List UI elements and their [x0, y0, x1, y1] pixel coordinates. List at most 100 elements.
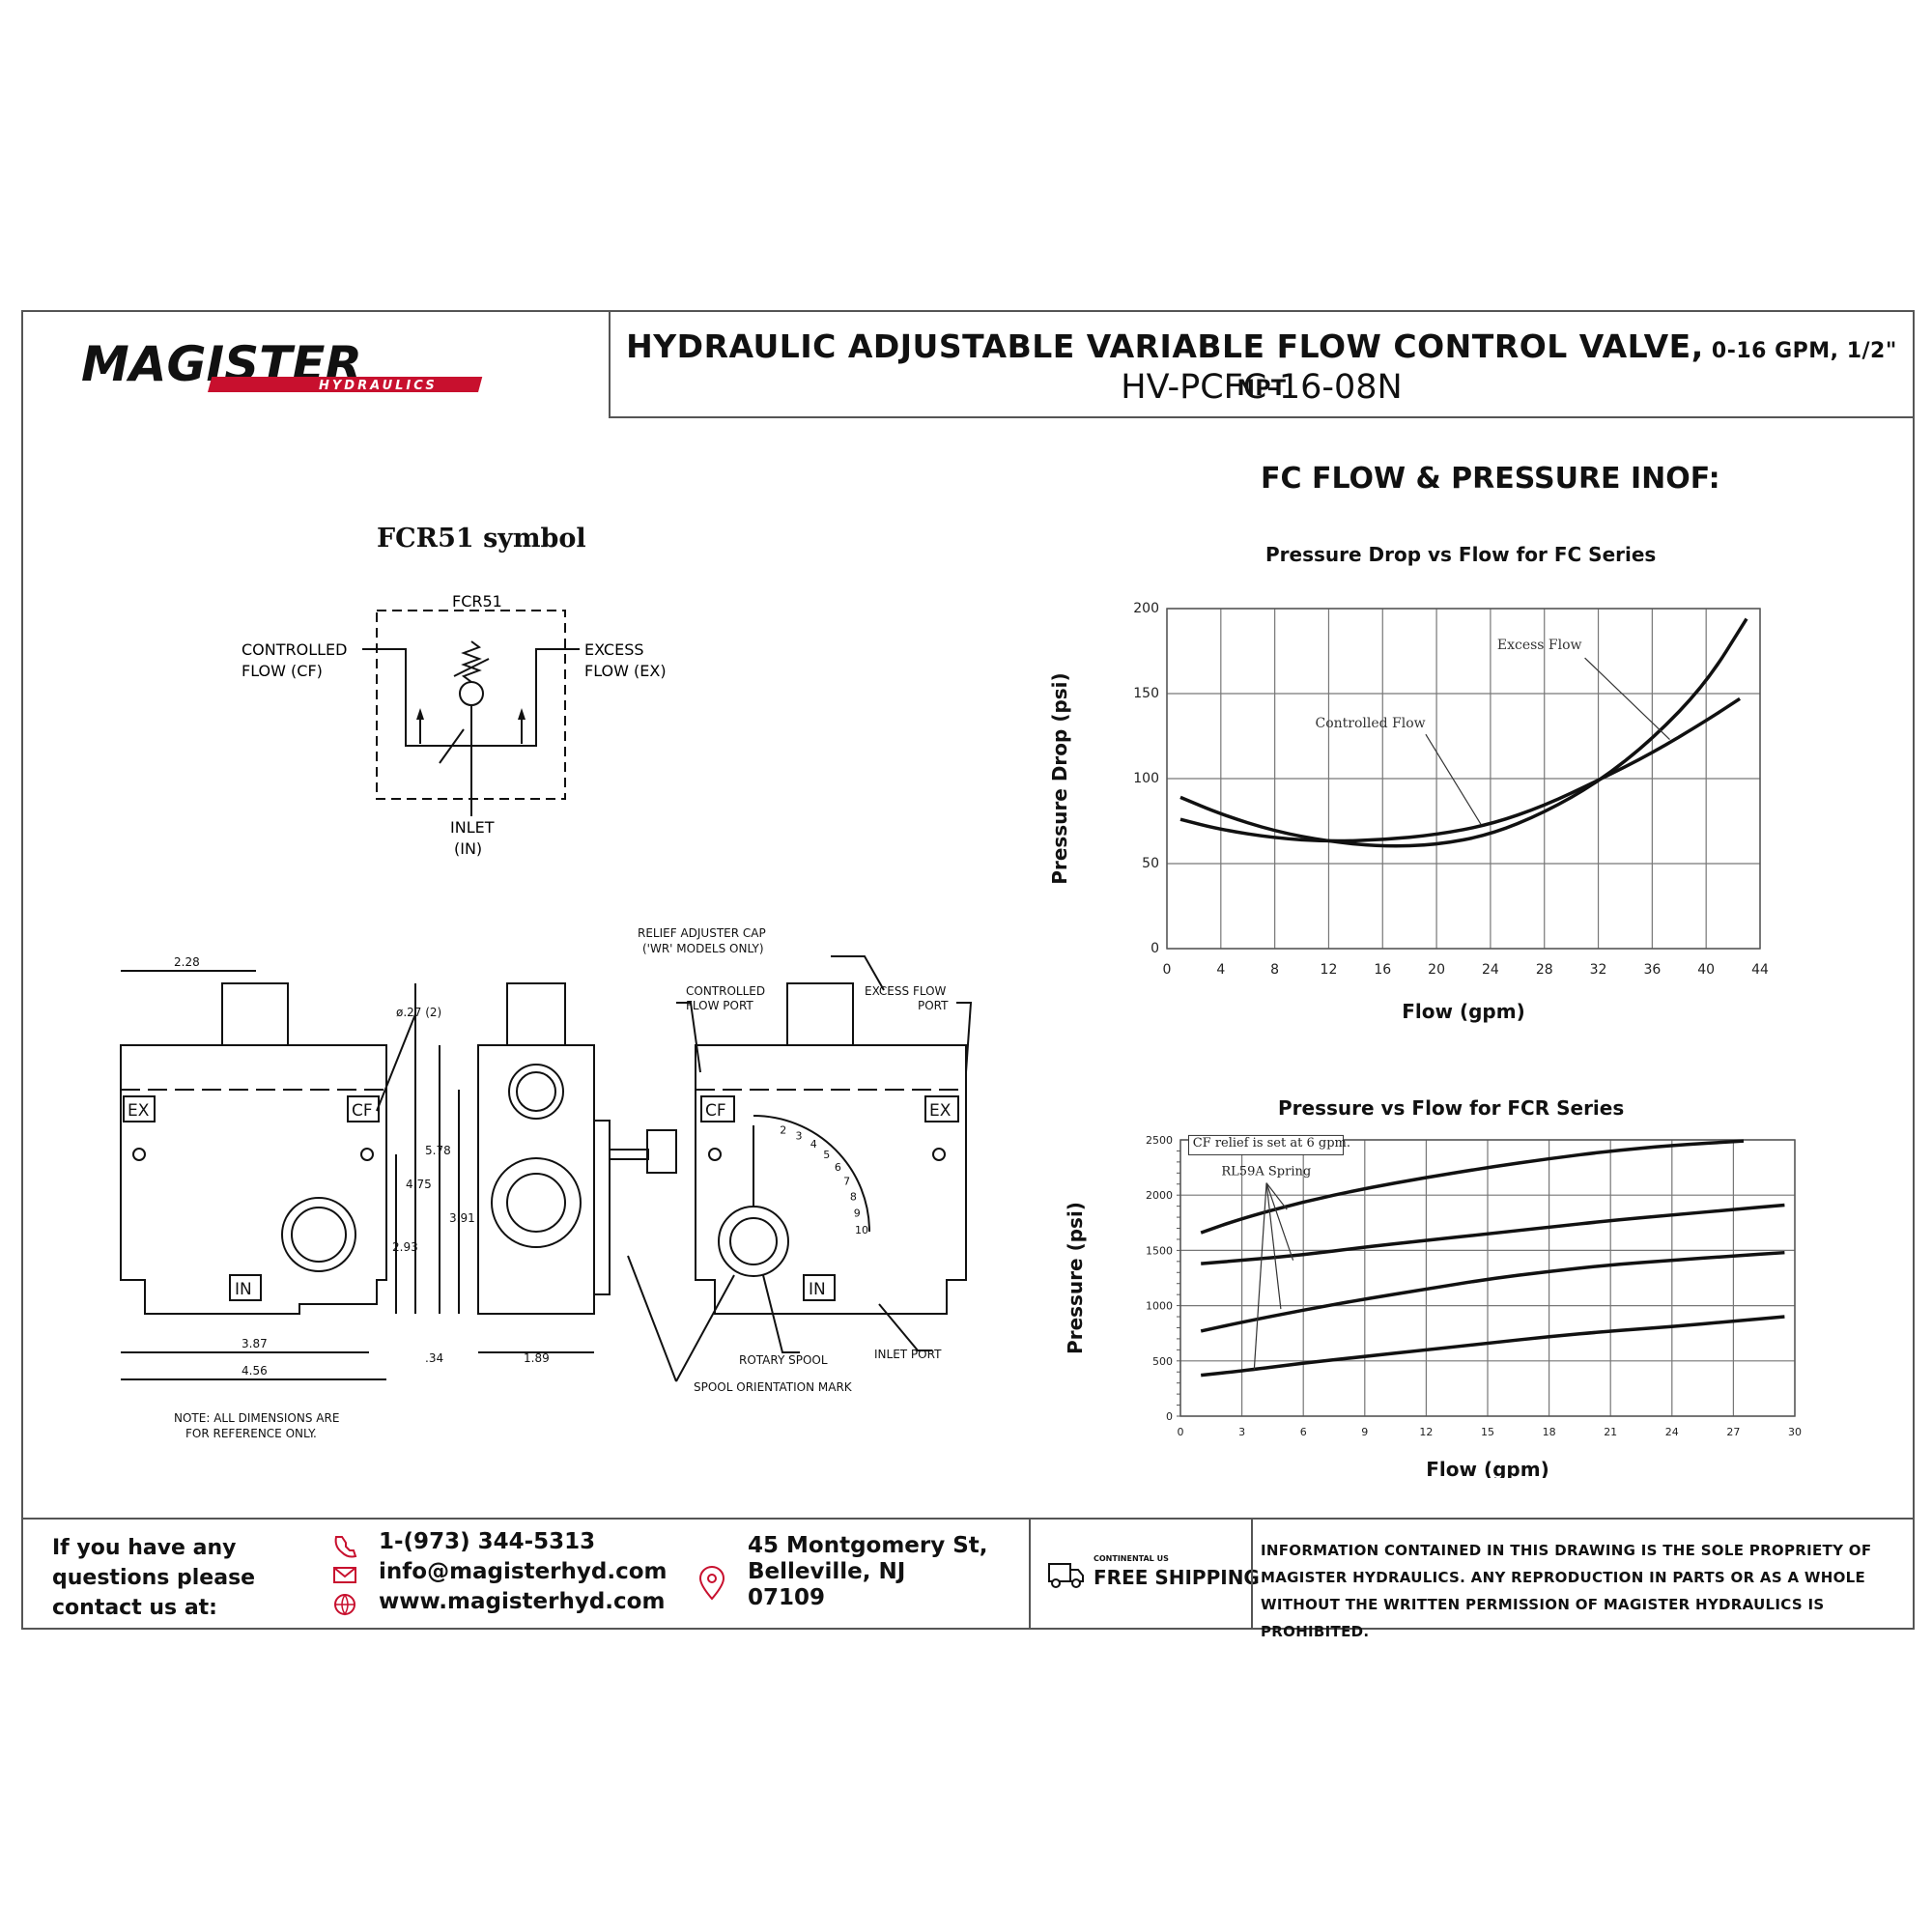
side-port-top-inner — [516, 1071, 556, 1112]
side-port-top — [508, 1064, 564, 1120]
port-cf-right: CF — [705, 1101, 726, 1121]
x-tick-label: 0 — [1178, 1426, 1184, 1438]
chart1-title: Pressure Drop vs Flow for FC Series — [1265, 543, 1657, 566]
ex-port-label-2: PORT — [918, 999, 949, 1012]
contact-line-2: questions please — [52, 1566, 256, 1590]
website-link[interactable]: www.magisterhyd.com — [379, 1589, 666, 1614]
y-tick-label: 2000 — [1146, 1189, 1173, 1202]
ex-port-label-1: EXCESS FLOW — [865, 984, 947, 998]
dim-456: 4.56 — [242, 1364, 268, 1378]
x-tick-label: 30 — [1788, 1426, 1802, 1438]
port-box-cf-right — [700, 1095, 735, 1122]
leader-hole — [376, 1013, 416, 1112]
x-tick-label: 18 — [1543, 1426, 1556, 1438]
y-tick-label: 150 — [1133, 686, 1159, 701]
port-box-in-right — [803, 1274, 836, 1301]
leader-inlet — [878, 1303, 932, 1351]
check-ball — [459, 681, 484, 706]
dial-number: 5 — [823, 1149, 830, 1161]
series-line — [1179, 617, 1748, 848]
annotation-leader — [1425, 733, 1482, 825]
x-tick-label: 44 — [1751, 962, 1769, 978]
address: 45 Montgomery St, Belleville, NJ 07109 — [748, 1533, 988, 1611]
phone-link[interactable]: 1-(973) 344-5313 — [379, 1529, 596, 1554]
inlet-label: INLET PORT — [874, 1348, 942, 1361]
ex-label-2: FLOW (EX) — [584, 662, 667, 680]
dial-number: 8 — [850, 1191, 857, 1204]
dim-034: .34 — [425, 1351, 443, 1365]
logo-sub: HYDRAULICS — [319, 379, 438, 393]
port-box-ex-front — [123, 1095, 156, 1122]
title-block: HYDRAULIC ADJUSTABLE VARIABLE FLOW CONTR… — [609, 312, 1913, 418]
side-dial-plate — [593, 1120, 611, 1295]
port-box-in-front — [229, 1274, 262, 1301]
dim-293: 2.93 — [392, 1240, 418, 1254]
annotation-spring: RL59A Spring — [1221, 1165, 1311, 1179]
leader-spool-mark — [627, 1255, 735, 1382]
magister-logo: MAGISTER HYDRAULICS — [81, 338, 483, 393]
proprietary-notice: INFORMATION CONTAINED IN THIS DRAWING IS… — [1261, 1542, 1872, 1640]
shipping-region: CONTINENTAL US — [1094, 1554, 1169, 1563]
front-hole-left — [132, 1148, 146, 1161]
y-tick-label: 500 — [1152, 1355, 1173, 1368]
valve-drawing: 2.28 ø.27 (2) 5.78 4.75 3.91 2.93 3.87 4… — [120, 926, 973, 1440]
side-knob — [646, 1129, 677, 1174]
relief-label-2: ('WR' MODELS ONLY) — [642, 942, 764, 955]
logo-band — [207, 377, 483, 392]
port-in-front: IN — [235, 1280, 252, 1299]
cf-label-2: FLOW (CF) — [242, 662, 323, 680]
dial-number: 10 — [855, 1224, 868, 1236]
port-box-cf-front — [347, 1095, 380, 1122]
y-tick-label: 0 — [1166, 1410, 1173, 1423]
part-number: HV-PCFC-16-08N — [1121, 368, 1403, 407]
x-tick-label: 28 — [1536, 962, 1553, 978]
symbol-heading: FCR51 symbol — [377, 524, 586, 554]
port-ex-front: EX — [128, 1101, 150, 1121]
series-line — [1201, 1203, 1785, 1265]
y-tick-label: 1500 — [1146, 1244, 1173, 1257]
y-tick-label: 2500 — [1146, 1134, 1173, 1147]
x-tick-label: 8 — [1270, 962, 1279, 978]
x-axis-label: Flow (gpm) — [1402, 1000, 1524, 1023]
front-inlet-inner — [291, 1207, 347, 1263]
footer-divider-1 — [1029, 1520, 1031, 1630]
annotation-controlled-flow: Controlled Flow — [1316, 716, 1426, 731]
x-tick-label: 12 — [1419, 1426, 1433, 1438]
front-hole-right — [360, 1148, 374, 1161]
x-tick-label: 12 — [1321, 962, 1338, 978]
contact-line-1: If you have any — [52, 1536, 237, 1560]
port-ex-right: EX — [929, 1101, 952, 1121]
side-cap — [506, 982, 566, 1046]
dim-228: 2.28 — [174, 955, 200, 969]
y-axis-label: Pressure (psi) — [1064, 1202, 1087, 1354]
truck-icon — [1048, 1563, 1084, 1588]
email-link[interactable]: info@magisterhyd.com — [379, 1559, 668, 1584]
y-tick-label: 100 — [1133, 771, 1159, 786]
note-1: NOTE: ALL DIMENSIONS ARE — [174, 1411, 339, 1425]
dial-arc — [753, 1115, 870, 1233]
dim-391: 3.91 — [449, 1211, 475, 1225]
contact-line-3: contact us at: — [52, 1596, 217, 1620]
dial-number: 3 — [796, 1130, 803, 1143]
x-tick-label: 15 — [1481, 1426, 1494, 1438]
x-tick-label: 40 — [1697, 962, 1715, 978]
y-tick-label: 1000 — [1146, 1300, 1173, 1313]
orifice-arrow — [439, 728, 465, 764]
series-line — [1201, 1315, 1785, 1378]
address-line-3: 07109 — [748, 1585, 826, 1610]
x-tick-label: 21 — [1604, 1426, 1617, 1438]
symbol-box-label: FCR51 — [452, 592, 502, 611]
x-tick-label: 24 — [1482, 962, 1499, 978]
side-stem — [609, 1149, 649, 1160]
x-tick-label: 9 — [1361, 1426, 1368, 1438]
x-tick-label: 24 — [1665, 1426, 1679, 1438]
drawing-sheet — [21, 310, 1915, 1630]
title-main: HYDRAULIC ADJUSTABLE VARIABLE FLOW CONTR… — [611, 327, 1913, 403]
spring — [461, 640, 482, 683]
dim-027: ø.27 (2) — [396, 1006, 441, 1019]
leader-cf-port — [676, 1002, 701, 1073]
side-port-main-inner — [506, 1173, 566, 1233]
annotation-leader — [1584, 657, 1670, 740]
adjust-arrow — [453, 658, 490, 677]
